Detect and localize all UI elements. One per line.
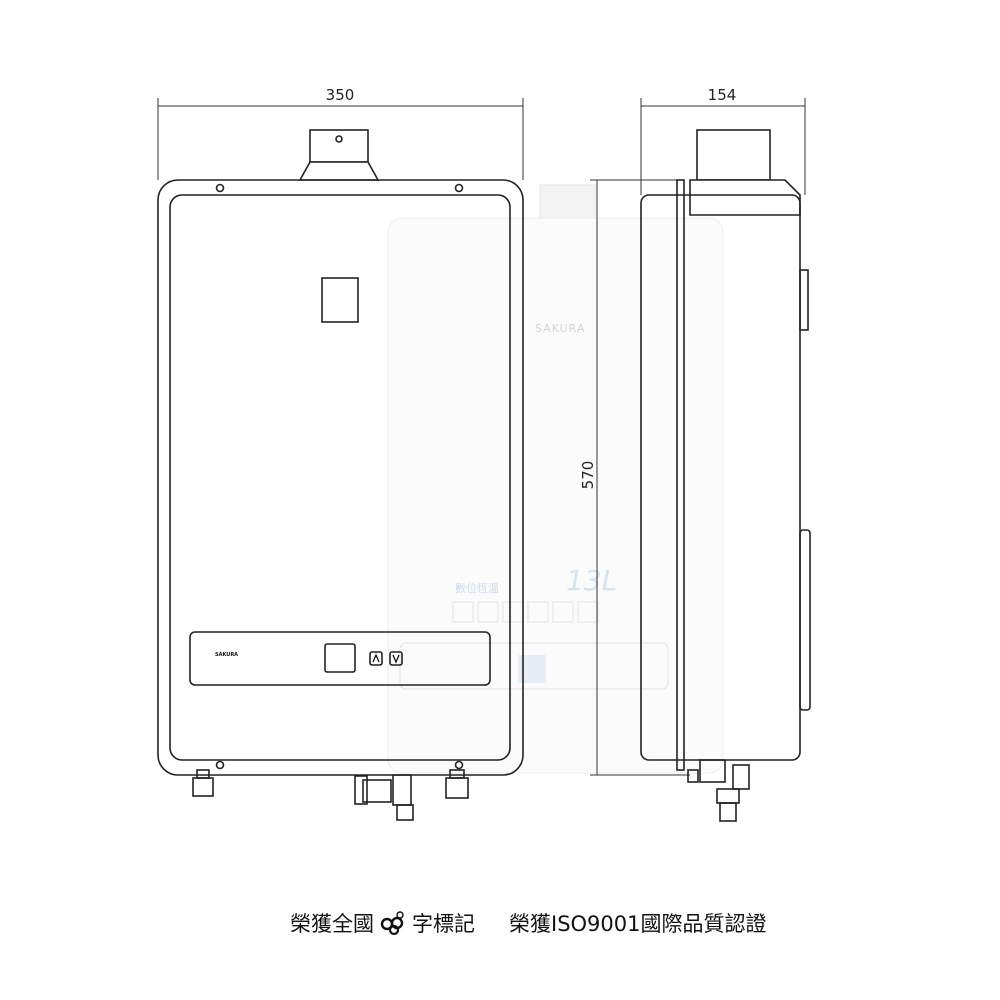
depth-dimension: 154 <box>708 86 737 104</box>
background-brand: SAKURA <box>535 322 585 335</box>
front-view <box>157 129 524 821</box>
background-capacity: 13L <box>566 564 617 597</box>
trademark-logo-icon <box>380 911 404 936</box>
down-button-icon[interactable] <box>392 654 400 664</box>
height-dimension: 570 <box>579 461 597 490</box>
caption-award-prefix: 榮獲全國 <box>290 912 374 936</box>
caption-iso-certification: 榮獲ISO9001國際品質認證 <box>509 912 767 936</box>
up-button-icon[interactable] <box>372 653 380 663</box>
width-dimension: 350 <box>326 86 355 104</box>
background-feature-label: 數位恆溫 <box>455 581 499 595</box>
certification-caption: 榮獲全國 字標記 榮獲ISO9001國際品質認證 <box>290 908 767 938</box>
background-product-image: SAKURA 數位恆溫 13L <box>387 184 724 774</box>
control-panel <box>189 631 491 686</box>
dimension-lines <box>157 98 806 776</box>
front-brand-logo: SAKURA <box>215 652 238 658</box>
side-view <box>640 129 811 822</box>
caption-award-suffix: 字標記 <box>412 912 475 936</box>
